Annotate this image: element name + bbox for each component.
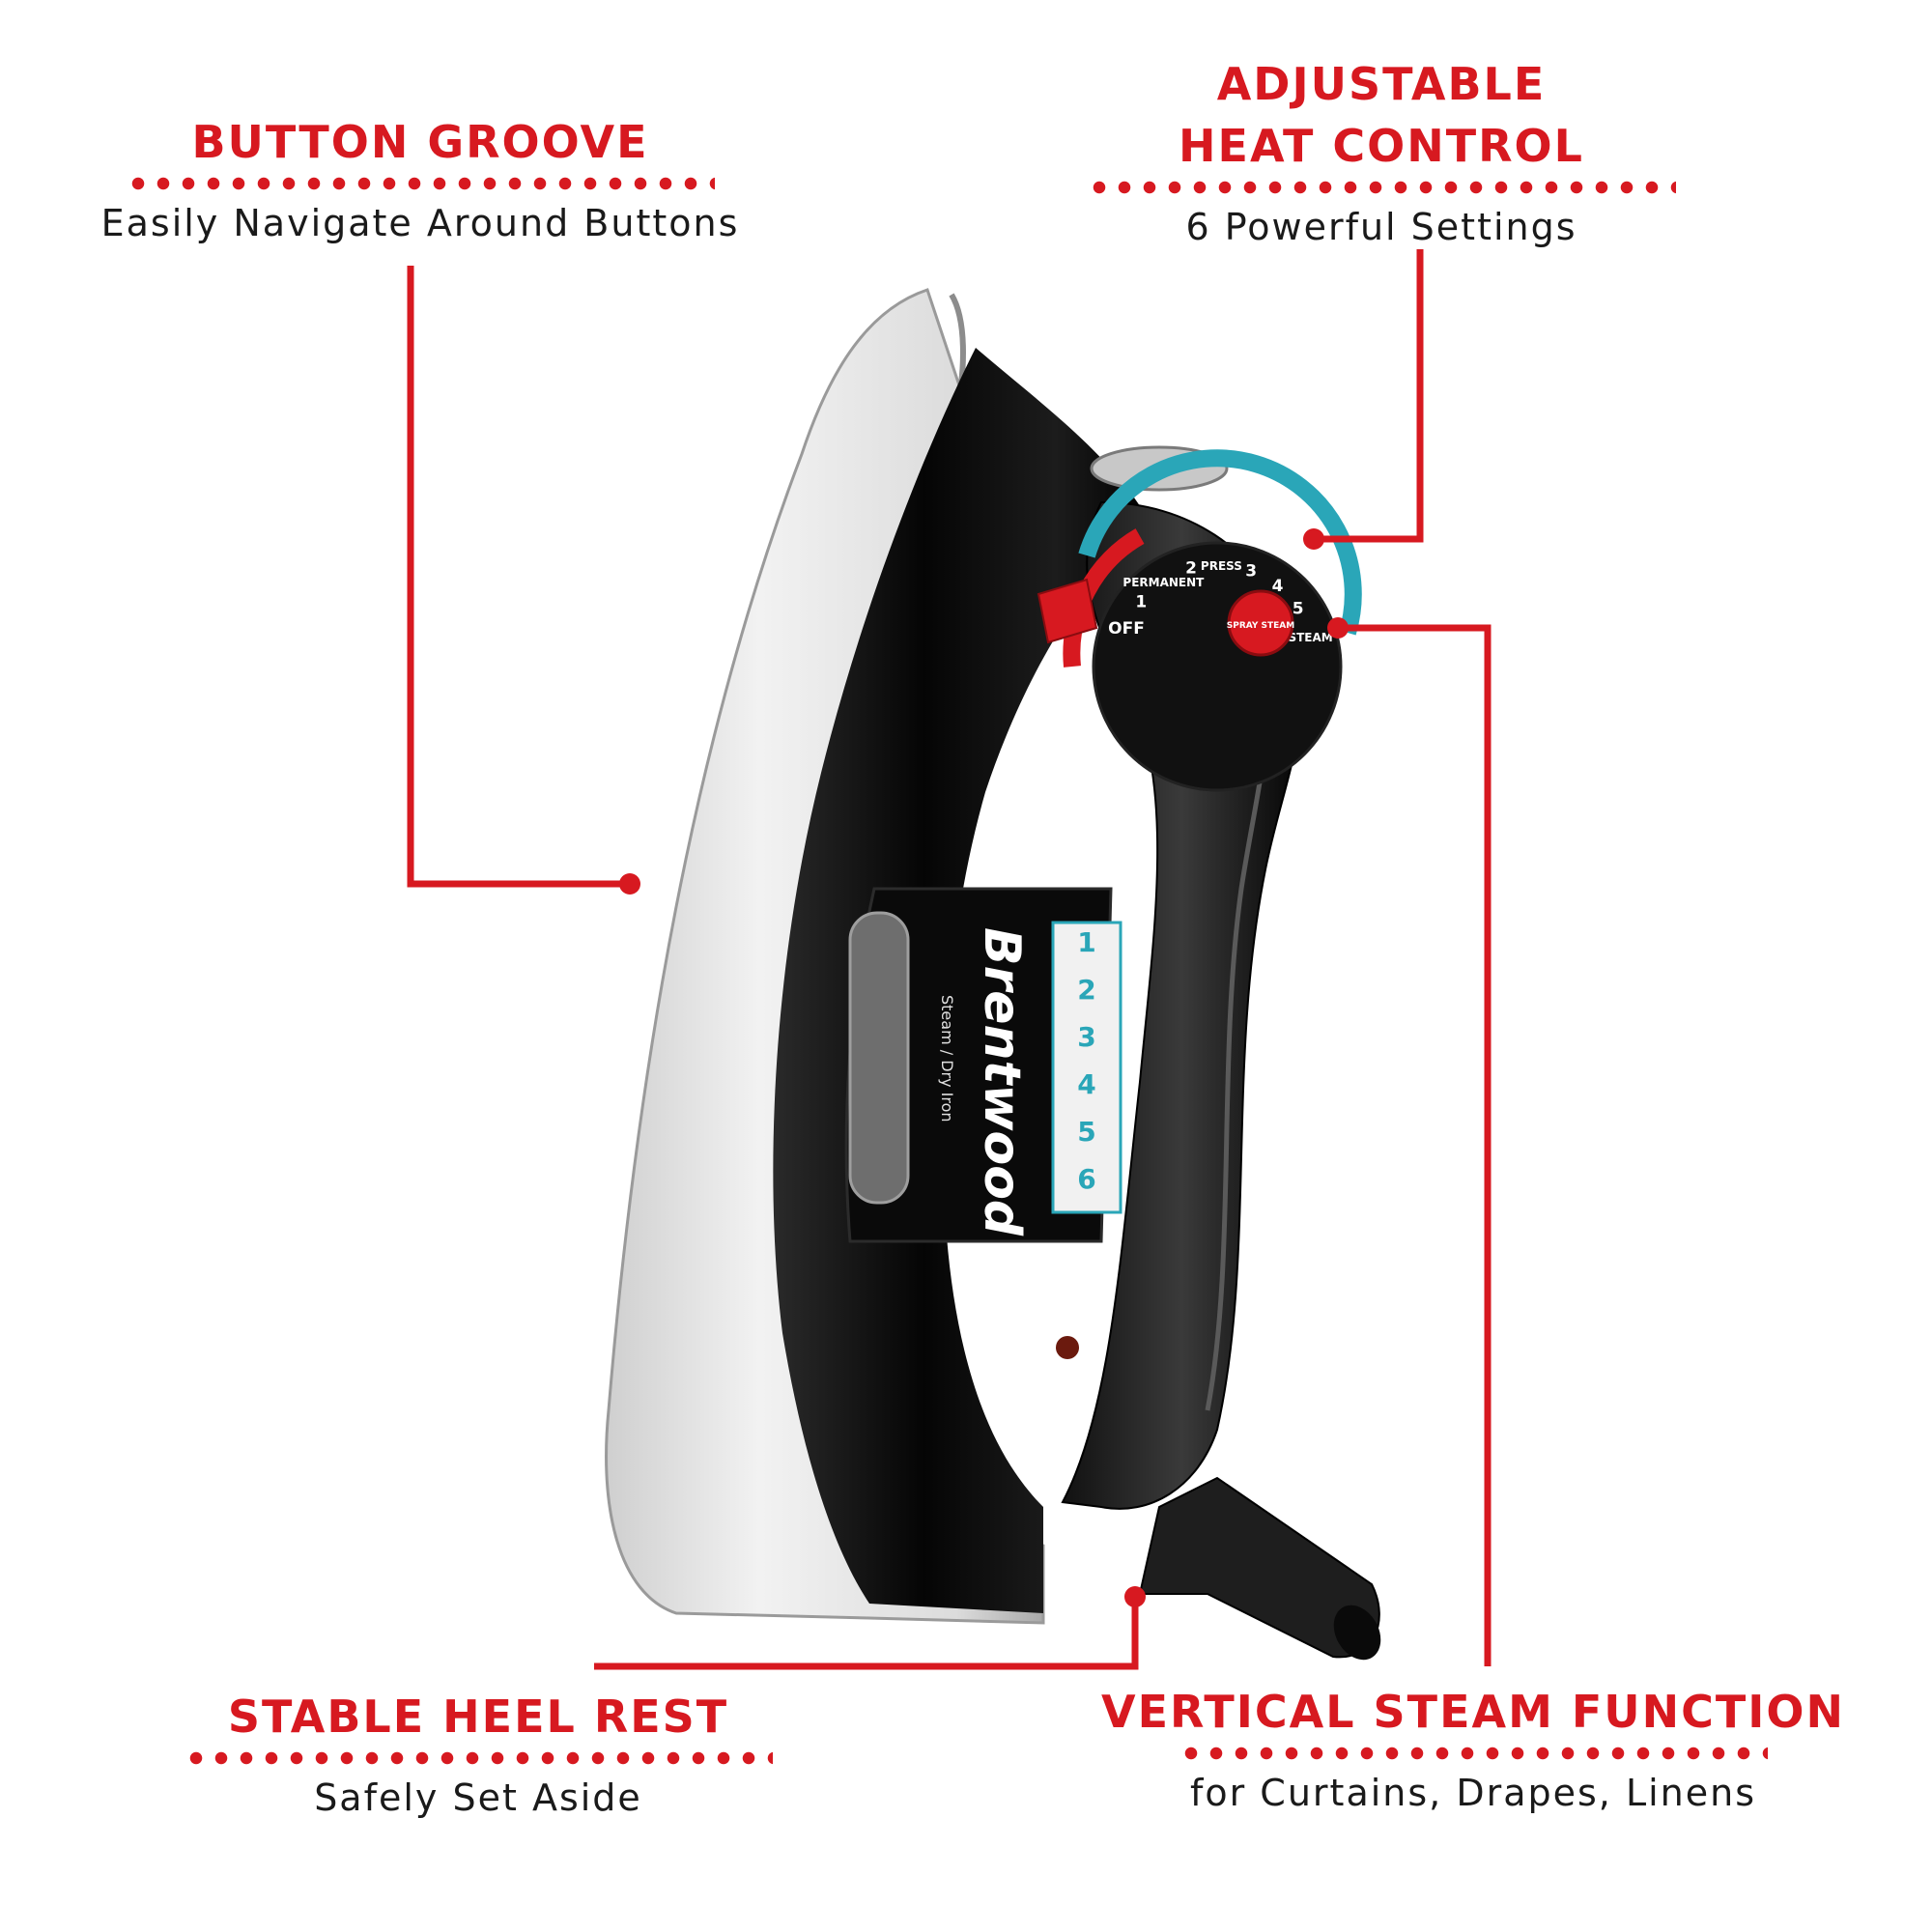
callout-heat-control: ADJUSTABLE HEAT CONTROL 6 Powerful Setti…	[1072, 53, 1690, 252]
pilot-light	[1056, 1336, 1079, 1359]
spray-steam-button[interactable]	[1227, 589, 1294, 657]
leader-heat-control-dot	[1303, 528, 1324, 550]
callout-title-line1: ADJUSTABLE	[1216, 58, 1547, 110]
dial-ring-teal	[1078, 449, 1362, 636]
dial-label: STEAM	[1288, 631, 1332, 644]
dial-label: 2	[1185, 559, 1197, 579]
callout-title: BUTTON GROOVE	[191, 116, 649, 168]
leader-steam-function-dot	[1327, 617, 1349, 639]
dial-label: PRESS	[1201, 559, 1242, 573]
dial-label: 5	[1293, 599, 1304, 618]
water-level-window	[848, 911, 910, 1205]
leader-steam-function	[1338, 624, 1492, 1666]
fabric-chart-number: 6	[1077, 1163, 1095, 1195]
model-label: Steam / Dry Iron	[938, 995, 956, 1122]
iron-body	[773, 348, 1150, 1613]
dotted-rule	[1087, 181, 1676, 194]
fabric-chart-number: 5	[1077, 1116, 1095, 1148]
leader-heat-control	[1314, 249, 1424, 543]
callout-subtitle: 6 Powerful Settings	[1185, 206, 1577, 248]
callout-button-groove: BUTTON GROOVE Easily Navigate Around But…	[97, 111, 744, 248]
fabric-chart-number: 1	[1077, 926, 1095, 958]
leader-button-groove	[407, 266, 630, 888]
callout-title: STABLE HEEL REST	[227, 1690, 729, 1743]
fabric-chart-number: 4	[1077, 1068, 1095, 1100]
dial-pointer-tab[interactable]	[1037, 578, 1098, 644]
dotted-rule	[126, 177, 715, 190]
callout-subtitle: for Curtains, Drapes, Linens	[1189, 1772, 1757, 1814]
fabric-chart-number: 2	[1077, 974, 1095, 1006]
leader-button-groove-dot	[619, 873, 640, 895]
callout-subtitle: Easily Navigate Around Buttons	[100, 202, 740, 244]
dial-label: 3	[1245, 561, 1257, 581]
dotted-rule	[184, 1751, 773, 1765]
callout-title-line2: HEAT CONTROL	[1179, 120, 1584, 172]
callout-steam-function: VERTICAL STEAM FUNCTION for Curtains, Dr…	[1101, 1681, 1845, 1818]
fabric-chart	[1051, 921, 1122, 1214]
spray-steam-button-label: SPRAY STEAM	[1227, 621, 1294, 631]
callout-subtitle: Safely Set Aside	[314, 1776, 642, 1819]
dial-label: 1	[1135, 592, 1147, 611]
dial-label: 4	[1272, 577, 1284, 596]
cord-guard-end	[1333, 1605, 1381, 1661]
fabric-chart-number: 3	[1077, 1021, 1095, 1053]
dotted-rule	[1179, 1747, 1768, 1760]
fabric-chart-numbers: 1 2 3 4 5 6	[1077, 926, 1095, 1195]
callout-title: VERTICAL STEAM FUNCTION	[1101, 1686, 1846, 1738]
leader-heel-rest-dot	[1124, 1586, 1146, 1607]
callout-heel-rest: STABLE HEEL REST Safely Set Aside	[174, 1686, 782, 1823]
brand-logo: Brentwood	[973, 927, 1031, 1236]
leader-heel-rest	[594, 1597, 1139, 1670]
dial-label: OFF	[1108, 619, 1145, 639]
dial-label: PERMANENT	[1122, 576, 1205, 589]
